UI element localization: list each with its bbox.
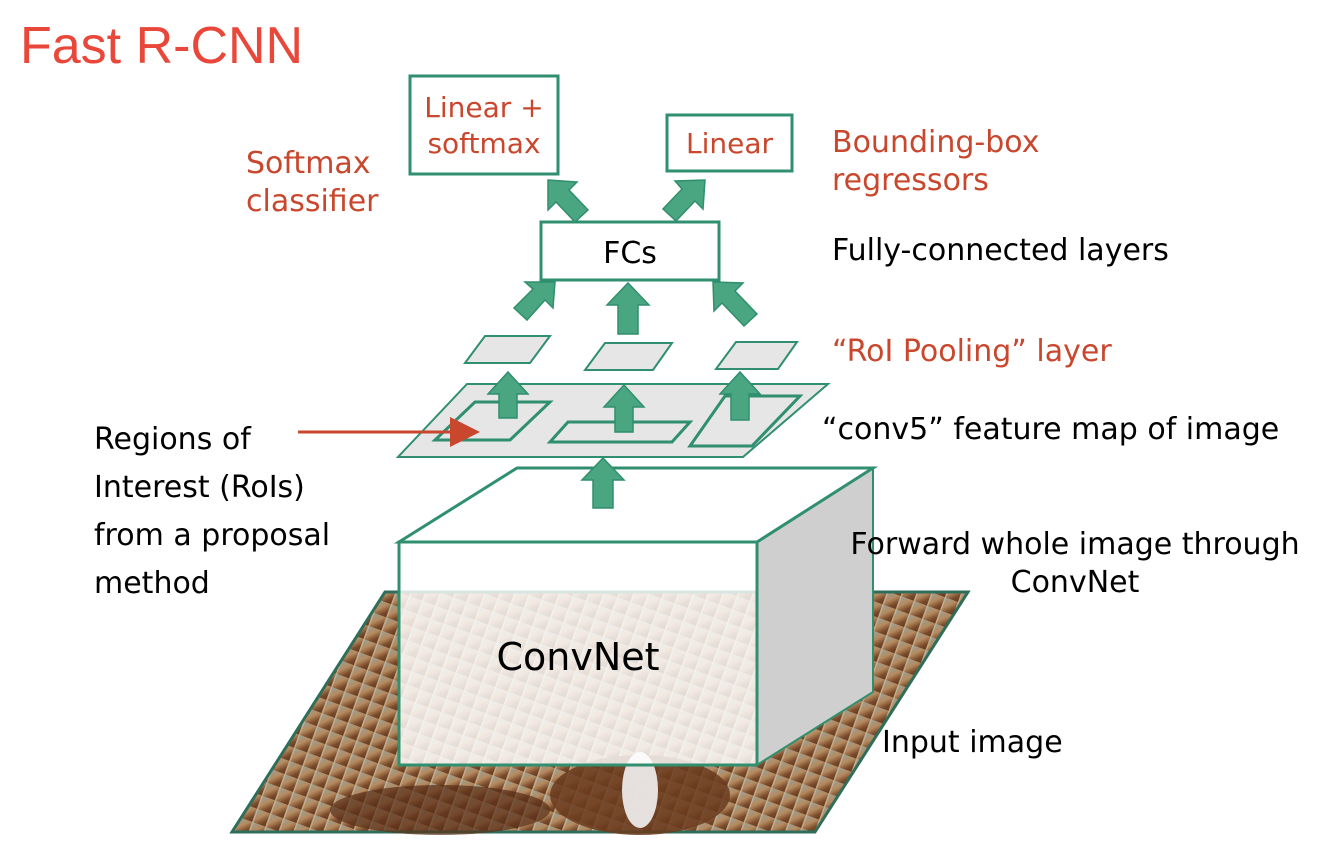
conv5-feature-map <box>395 383 831 458</box>
up-arrow-linear <box>661 179 706 223</box>
regions-line-4: method <box>94 566 210 601</box>
fcs-box <box>539 220 721 282</box>
up-arrow-roi-left <box>486 370 530 419</box>
regions-line-3: from a proposal <box>94 518 331 553</box>
forward-label: Forward whole image through ConvNet <box>836 526 1314 602</box>
convnet-box-label: ConvNet <box>496 635 660 679</box>
convnet-box <box>393 466 879 767</box>
regions-label: Regions of Interest (RoIs) from a propos… <box>94 416 330 608</box>
up-arrow-fc-mid <box>605 281 651 335</box>
softmax-classifier-line-2: classifier <box>246 184 379 219</box>
input-image-label: Input image <box>882 725 1063 760</box>
linear-box-label: Linear <box>685 127 774 160</box>
regions-line-1: Regions of <box>94 422 251 457</box>
bbox-regressors-line-1: Bounding-box <box>832 125 1040 160</box>
forward-line-2: ConvNet <box>1010 565 1140 600</box>
roi-pooling-cells <box>463 335 799 371</box>
conv5-label: “conv5” feature map of image <box>822 412 1280 447</box>
regions-line-2: Interest (RoIs) <box>94 470 305 505</box>
page-title: Fast R-CNN <box>20 17 304 75</box>
roi-pooling-label: “RoI Pooling” layer <box>832 334 1112 369</box>
softmax-box <box>408 74 560 176</box>
up-arrow-fc-left <box>512 281 556 322</box>
linear-box <box>665 113 794 173</box>
bbox-regressors-line-2: regressors <box>832 163 989 198</box>
fcs-box-label: FCs <box>603 236 657 271</box>
bbox-regressors-label: Bounding-box regressors <box>832 124 1039 200</box>
up-arrow-roi-mid <box>602 383 646 433</box>
up-arrow-convnet <box>580 456 626 509</box>
forward-line-1: Forward whole image through <box>850 527 1300 562</box>
softmax-box-line-2: softmax <box>427 127 541 160</box>
up-arrow-roi-right <box>718 370 762 421</box>
up-arrow-softmax <box>547 179 590 224</box>
softmax-classifier-label: Softmax classifier <box>246 145 379 221</box>
softmax-box-label: Linear + softmax <box>410 90 558 162</box>
softmax-classifier-line-1: Softmax <box>246 146 371 181</box>
up-arrow-fc-right <box>712 281 759 328</box>
softmax-box-line-1: Linear + <box>424 91 544 124</box>
fully-connected-label: Fully-connected layers <box>832 233 1169 268</box>
